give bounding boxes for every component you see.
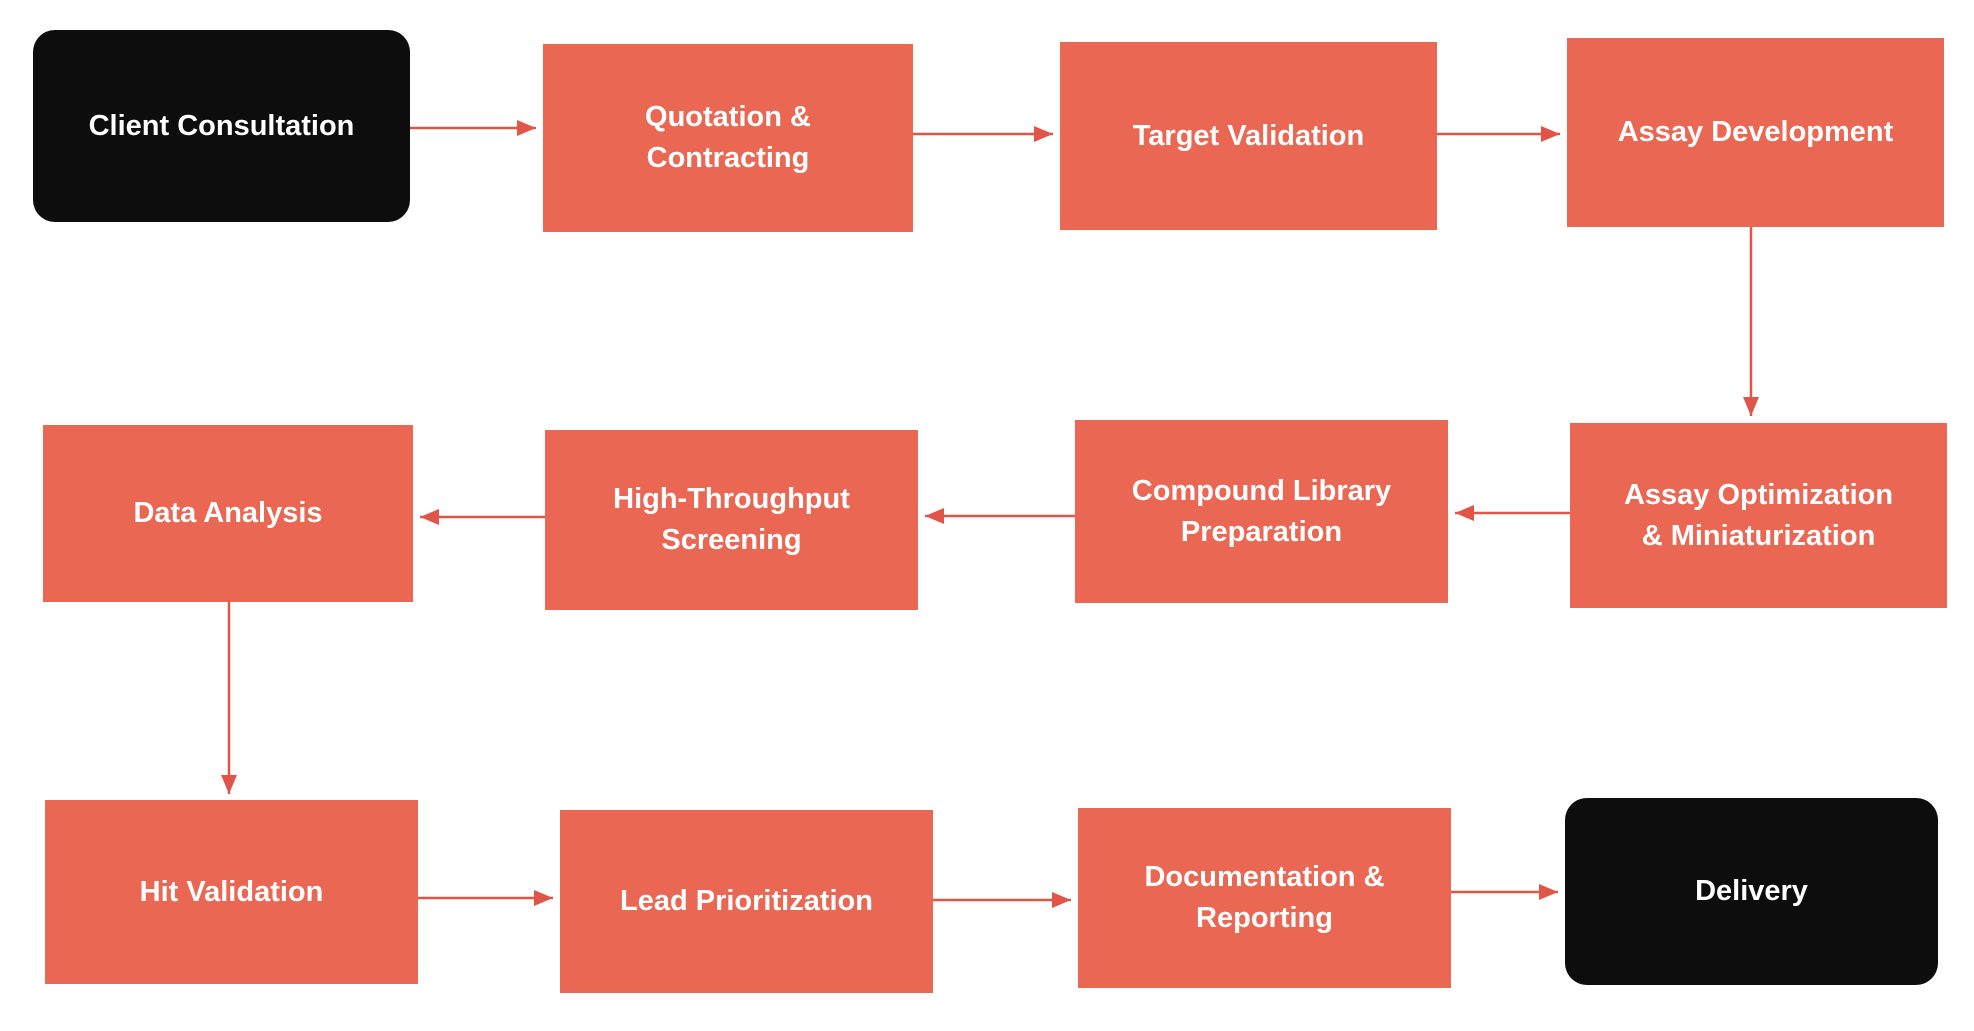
node-assay-optimization-miniaturization: Assay Optimization & Miniaturization xyxy=(1570,423,1947,608)
node-label: Target Validation xyxy=(1132,119,1365,152)
node-label: Assay Optimization & Miniaturization xyxy=(1623,478,1894,552)
node-data-analysis: Data Analysis xyxy=(43,425,413,602)
node-target-validation: Target Validation xyxy=(1060,42,1437,230)
node-hit-validation: Hit Validation xyxy=(45,800,418,984)
node-documentation-reporting: Documentation & Reporting xyxy=(1078,808,1451,988)
node-label: Compound Library Preparation xyxy=(1131,474,1392,548)
node-assay-development: Assay Development xyxy=(1567,38,1944,227)
node-high-throughput-screening: High-Throughput Screening xyxy=(545,430,918,610)
node-label: High-Throughput Screening xyxy=(613,483,850,556)
node-compound-library-preparation: Compound Library Preparation xyxy=(1075,420,1448,603)
node-label: Data Analysis xyxy=(133,497,323,530)
node-label: Documentation & Reporting xyxy=(1144,861,1385,934)
node-client-consultation: Client Consultation xyxy=(33,30,410,222)
node-label: Assay Development xyxy=(1617,116,1894,149)
node-label: Client Consultation xyxy=(88,109,355,142)
node-label: Lead Prioritization xyxy=(620,885,873,918)
node-label: Quotation & Contracting xyxy=(645,101,811,174)
node-lead-prioritization: Lead Prioritization xyxy=(560,810,933,993)
node-quotation-contracting: Quotation & Contracting xyxy=(543,44,913,232)
node-label: Hit Validation xyxy=(139,875,324,908)
node-label: Delivery xyxy=(1695,875,1808,908)
node-delivery: Delivery xyxy=(1565,798,1938,985)
